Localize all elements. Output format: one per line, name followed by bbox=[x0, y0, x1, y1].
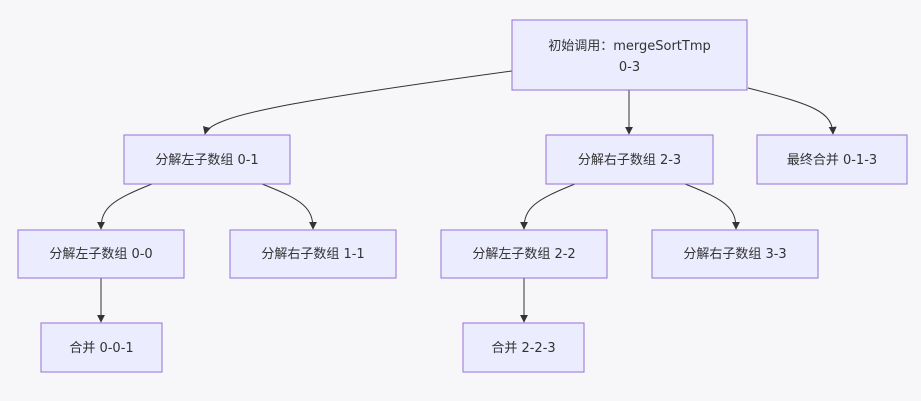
node-final-merge: 最终合并 0-1-3 bbox=[756, 134, 908, 185]
edge-root-to-final-merge bbox=[747, 87, 837, 135]
node-merge-0-0-1: 合并 0-0-1 bbox=[40, 322, 163, 373]
node-split-left-0-0-label: 分解左子数组 0-0 bbox=[49, 247, 152, 262]
node-split-right-2-3-label: 分解右子数组 2-3 bbox=[578, 153, 681, 168]
node-split-left-2-2: 分解左子数组 2-2 bbox=[440, 229, 608, 279]
node-root-line2: 0-3 bbox=[619, 60, 640, 75]
node-split-right-2-3: 分解右子数组 2-3 bbox=[545, 134, 714, 185]
edge-split-0-1-to-1-1 bbox=[261, 183, 317, 230]
node-split-right-1-1-label: 分解右子数组 1-1 bbox=[261, 247, 364, 262]
edge-split-2-3-to-2-2 bbox=[520, 183, 576, 230]
node-split-right-1-1: 分解右子数组 1-1 bbox=[229, 229, 397, 279]
edges bbox=[97, 70, 837, 323]
edge-split-2-3-to-3-3 bbox=[684, 183, 740, 230]
node-root-line1: 初始调用：mergeSortTmp bbox=[548, 39, 711, 54]
node-merge-0-0-1-label: 合并 0-0-1 bbox=[69, 341, 133, 356]
edge-split-0-1-to-0-0 bbox=[97, 183, 153, 230]
node-split-left-0-1: 分解左子数组 0-1 bbox=[123, 134, 291, 185]
edge-root-to-split-left-0-1 bbox=[202, 70, 513, 135]
node-split-right-3-3-label: 分解右子数组 3-3 bbox=[683, 247, 786, 262]
node-root: 初始调用：mergeSortTmp 0-3 bbox=[511, 19, 748, 91]
node-merge-2-2-3-label: 合并 2-2-3 bbox=[491, 341, 555, 356]
node-final-merge-label: 最终合并 0-1-3 bbox=[787, 152, 877, 168]
node-split-left-2-2-label: 分解左子数组 2-2 bbox=[472, 247, 575, 262]
node-split-left-0-1-label: 分解左子数组 0-1 bbox=[155, 153, 258, 168]
node-merge-2-2-3: 合并 2-2-3 bbox=[462, 322, 585, 373]
node-split-right-3-3: 分解右子数组 3-3 bbox=[651, 229, 819, 279]
node-split-left-0-0: 分解左子数组 0-0 bbox=[17, 229, 185, 279]
